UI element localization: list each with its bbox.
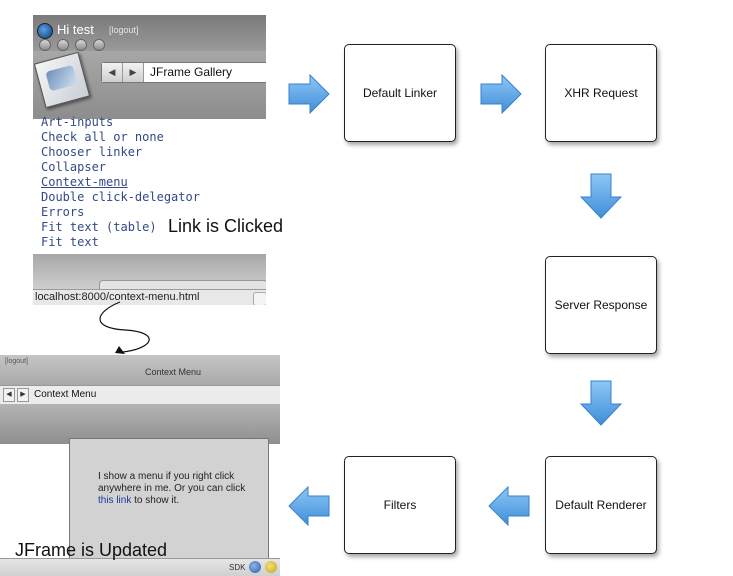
dock-app-icon[interactable] — [265, 561, 277, 573]
logout-link[interactable]: [logout] — [5, 358, 28, 365]
window-extra-icon[interactable] — [93, 39, 105, 51]
curved-connector-arrow — [99, 301, 150, 354]
window-title: Context Menu — [145, 367, 202, 377]
location-bar: ◀ ▶ Context Menu — [0, 385, 280, 405]
arrow-down-icon — [580, 173, 622, 219]
gallery-screenshot: Hi test [logout] ◀ ▶ JFrame Gallery Art-… — [33, 15, 266, 305]
tab-strip — [99, 280, 266, 291]
arrow-right-icon — [480, 74, 522, 114]
arrow-down-icon — [580, 380, 622, 426]
flow-label: Filters — [383, 498, 417, 512]
flow-box-default-renderer: Default Renderer — [545, 456, 657, 554]
window-maximize-icon[interactable] — [75, 39, 87, 51]
flow-label: Server Response — [554, 298, 648, 312]
list-item[interactable]: Double click-delegator — [41, 190, 200, 204]
window-titlebar: Hi test [logout] — [33, 15, 266, 51]
flow-box-server-response: Server Response — [545, 256, 657, 354]
panel-text: I show a menu if you right click anywher… — [98, 471, 263, 507]
window-close-icon[interactable] — [39, 39, 51, 51]
arrow-left-icon — [488, 486, 530, 526]
location-label: Context Menu — [34, 389, 97, 400]
sdk-label: SDK — [229, 563, 246, 572]
window-toolbar — [0, 404, 280, 444]
list-item[interactable]: Fit text — [41, 235, 99, 249]
gallery-link-list: Art-inputs Check all or none Chooser lin… — [41, 115, 200, 250]
window-title: Hi test — [57, 22, 94, 37]
app-logo-icon — [37, 23, 53, 39]
status-url: localhost:8000/context-menu.html — [35, 291, 200, 303]
list-item[interactable]: Chooser linker — [41, 145, 143, 159]
back-arrow-icon[interactable]: ◀ — [3, 388, 15, 402]
curved-connector-path — [99, 301, 150, 353]
curved-connector-arrowhead — [115, 346, 125, 354]
flow-box-filters: Filters — [344, 456, 456, 554]
panel-text-line: I show a menu if you right click — [98, 471, 235, 482]
flow-label: Default Linker — [362, 86, 438, 100]
browser-status-bar: localhost:8000/context-menu.html — [33, 289, 266, 305]
flow-box-xhr-request: XHR Request — [545, 44, 657, 142]
dock-app-icon[interactable] — [249, 561, 261, 573]
location-label: JFrame Gallery — [150, 65, 233, 79]
dock-bar: SDK — [0, 558, 280, 576]
window-minimize-icon[interactable] — [57, 39, 69, 51]
flow-label: XHR Request — [564, 86, 638, 100]
location-bar: ◀ ▶ JFrame Gallery — [101, 62, 266, 83]
list-item[interactable]: Collapser — [41, 160, 107, 174]
panel-text-line: this link to show it. — [98, 495, 263, 507]
status-bar-widget — [253, 292, 266, 305]
logout-link[interactable]: [logout] — [109, 25, 139, 35]
caption-jframe-updated: JFrame is Updated — [15, 540, 168, 560]
panel-text-suffix: to show it. — [131, 495, 180, 506]
updated-jframe-screenshot: [logout] Context Menu ◀ ▶ Context Menu I… — [0, 355, 280, 576]
panel-text-line: anywhere in me. Or you can click — [98, 483, 246, 494]
window-titlebar: [logout] Context Menu — [0, 355, 280, 385]
forward-arrow-icon[interactable]: ▶ — [17, 388, 29, 402]
flow-box-default-linker: Default Linker — [344, 44, 456, 142]
flow-label: Default Renderer — [555, 498, 647, 512]
back-arrow-icon[interactable]: ◀ — [102, 63, 123, 82]
arrow-right-icon — [288, 74, 330, 114]
list-item[interactable]: Check all or none — [41, 130, 164, 144]
window-bottom-bar — [33, 254, 266, 291]
forward-arrow-icon[interactable]: ▶ — [123, 63, 144, 82]
list-item[interactable]: Errors — [41, 205, 85, 219]
show-menu-link[interactable]: this link — [98, 495, 132, 506]
list-item-context-menu[interactable]: Context-menu — [41, 175, 128, 189]
list-item[interactable]: Art-inputs — [41, 115, 114, 129]
list-item[interactable]: Fit text (table) — [41, 220, 157, 234]
context-menu-panel[interactable]: I show a menu if you right click anywher… — [69, 438, 269, 560]
arrow-left-icon — [288, 486, 330, 526]
caption-link-clicked: Link is Clicked — [168, 216, 284, 236]
